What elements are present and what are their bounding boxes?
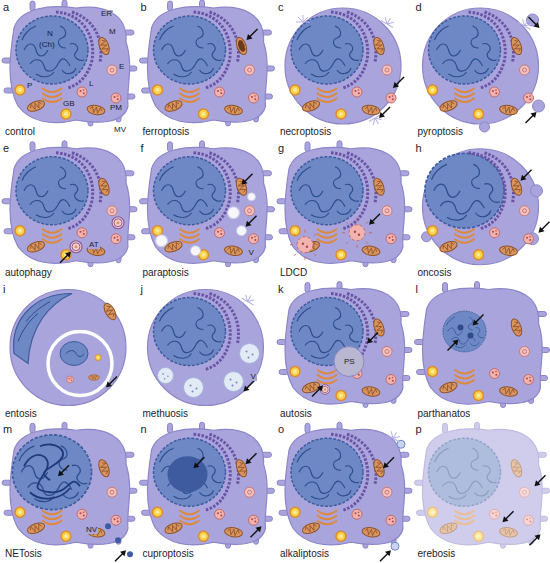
organelle-label: (Ch)	[38, 41, 56, 49]
netosis-cell	[2, 422, 137, 561]
panel-letter: j	[141, 284, 143, 295]
organelle-label: V	[248, 249, 255, 257]
panel-letter: d	[416, 2, 422, 13]
organelle-label: P	[26, 82, 33, 90]
organelle-label: N	[46, 30, 54, 38]
panel-title: cuproptosis	[143, 549, 194, 559]
panel-title: paraptosis	[143, 268, 189, 278]
organelle-label: ER	[100, 10, 113, 18]
cuproptosis-cell	[140, 422, 275, 548]
panel-title: autophagy	[5, 268, 52, 278]
organelle-label: AT	[88, 241, 100, 249]
panel-title: necroptosis	[280, 127, 331, 137]
erebosis-cell	[415, 422, 550, 548]
organelle-label: E	[118, 63, 125, 71]
necroptosis-cell	[285, 8, 404, 128]
panel-letter: e	[3, 143, 9, 154]
panel-letter: i	[3, 284, 5, 295]
panel-title: pyroptosis	[418, 127, 464, 137]
panel-letter: o	[278, 424, 284, 435]
autosis-cell	[277, 282, 412, 408]
panel-title: LDCD	[280, 268, 307, 278]
panel-title: control	[5, 127, 35, 137]
entosis-cell	[10, 290, 126, 406]
panel-title: methuosis	[143, 409, 189, 419]
panel-title: oncosis	[418, 268, 452, 278]
ferroptosis-cell	[140, 0, 275, 126]
paraptosis-cell	[140, 141, 275, 267]
autophagy-cell	[2, 141, 137, 267]
control-cell	[2, 0, 137, 126]
panel-letter: b	[141, 2, 147, 13]
panel-letter: c	[278, 2, 284, 13]
panel-letter: n	[141, 424, 147, 435]
panel-letter: g	[278, 143, 284, 154]
panel-title: autosis	[280, 409, 312, 419]
methuosis-cell	[148, 290, 264, 406]
organelle-label: NV	[85, 526, 98, 534]
panel-title: NETosis	[5, 549, 42, 559]
panel-title: parthanatos	[418, 409, 471, 419]
panel-letter: f	[141, 143, 144, 154]
oncosis-cell	[422, 149, 550, 265]
panel-letter: a	[3, 2, 9, 13]
pyroptosis-cell	[423, 8, 545, 132]
panel-title: alkaliptosis	[280, 549, 329, 559]
panel-letter: h	[416, 143, 422, 154]
panel-title: entosis	[5, 409, 37, 419]
panel-letter: l	[416, 284, 418, 295]
organelle-label: PM	[109, 104, 123, 112]
panel-letter: p	[416, 424, 422, 435]
organelle-label: V	[250, 373, 257, 381]
organelle-label: L	[88, 80, 94, 88]
panel-letter: m	[3, 424, 12, 435]
organelle-label: M	[108, 28, 117, 36]
organelle-label: MV	[114, 126, 126, 134]
parthanatos-cell	[415, 282, 550, 408]
organelle-label: GB	[62, 100, 76, 108]
panel-title: ferroptosis	[143, 127, 190, 137]
alkaliptosis-cell	[277, 422, 412, 561]
panel-letter: k	[278, 284, 284, 295]
panel-title: erebosis	[418, 549, 456, 559]
ldcd-cell	[277, 141, 412, 267]
organelle-label: PS	[343, 358, 356, 366]
